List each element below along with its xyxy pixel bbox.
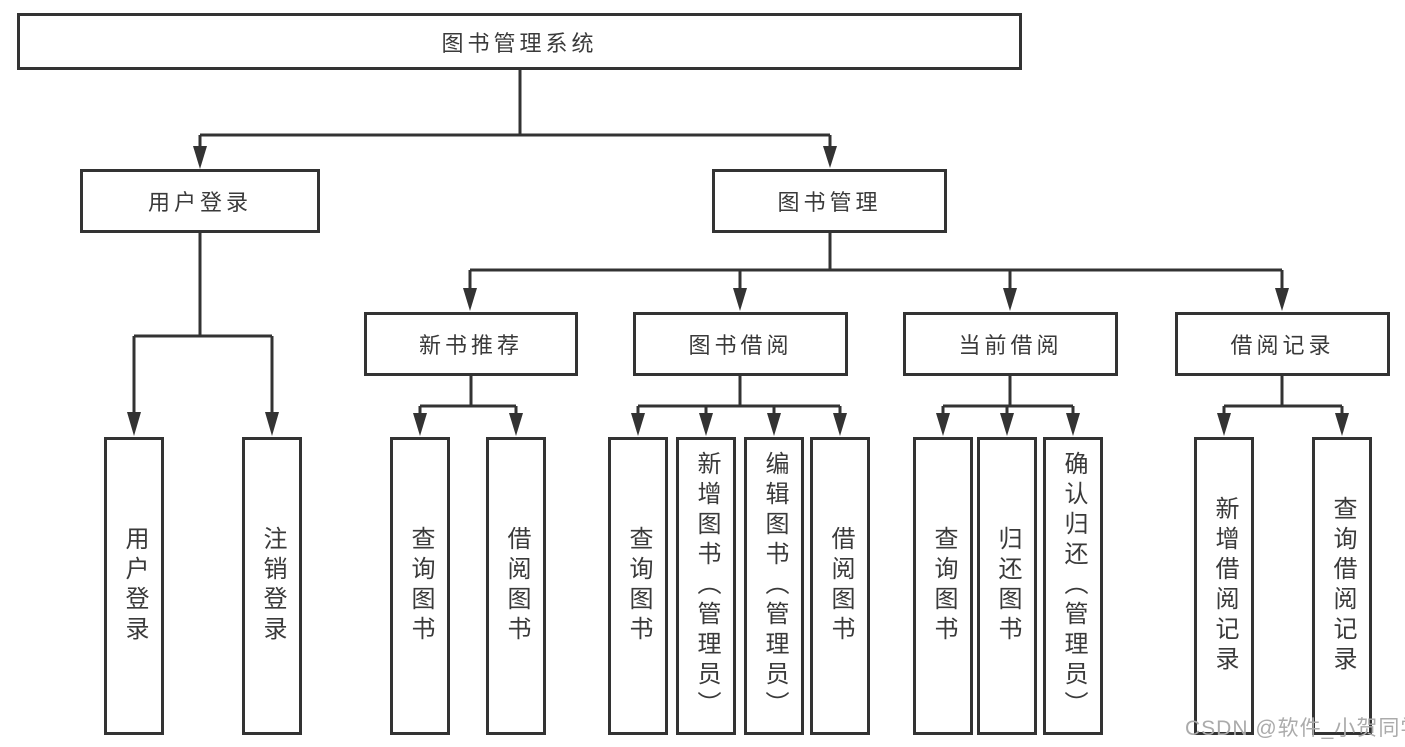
leaf-label: 注销登录 xyxy=(259,526,286,646)
leaf-label: 查询图书 xyxy=(407,526,434,646)
leaf-label: 新增借阅记录 xyxy=(1211,496,1238,676)
leaf-label: 借阅图书 xyxy=(827,526,854,646)
leaf-label: 新增图书（管理员） xyxy=(693,451,720,721)
leaf-label: 确认归还（管理员） xyxy=(1060,451,1087,721)
leaf-label: 用户登录 xyxy=(121,526,148,646)
node-root: 图书管理系统 xyxy=(17,13,1022,70)
csdn-watermark: CSDN @软件_小贺同学 xyxy=(1185,717,1405,740)
node-leaf-borrow-books-2: 借阅图书 xyxy=(810,437,870,735)
arrowhead-book-management xyxy=(823,146,837,168)
node-leaf-query-borrow-record: 查询借阅记录 xyxy=(1312,437,1372,735)
leaf-label: 编辑图书（管理员） xyxy=(761,451,788,721)
node-leaf-edit-books-admin: 编辑图书（管理员） xyxy=(744,437,804,735)
node-leaf-return-books: 归还图书 xyxy=(977,437,1037,735)
node-current-borrow: 当前借阅 xyxy=(903,312,1118,376)
edge-new-book-recommend-children xyxy=(413,376,523,436)
node-new-book-recommend: 新书推荐 xyxy=(364,312,578,376)
edge-borrow-records-children xyxy=(1217,376,1349,436)
leaf-label: 查询图书 xyxy=(625,526,652,646)
node-user-login-label: 用户登录 xyxy=(147,190,252,215)
node-leaf-query-books-1: 查询图书 xyxy=(390,437,450,735)
node-leaf-borrow-books-1: 借阅图书 xyxy=(486,437,546,735)
node-leaf-query-books-3: 查询图书 xyxy=(913,437,973,735)
node-leaf-logout: 注销登录 xyxy=(242,437,302,735)
leaf-label: 查询借阅记录 xyxy=(1329,496,1356,676)
node-borrow-records-label: 借阅记录 xyxy=(1230,333,1335,358)
node-root-label: 图书管理系统 xyxy=(441,30,598,56)
edge-root-to-level2 xyxy=(193,70,837,169)
edge-book-management-children xyxy=(463,233,1289,311)
leaf-label: 查询图书 xyxy=(930,526,957,646)
node-book-borrow: 图书借阅 xyxy=(633,312,848,376)
node-book-management: 图书管理 xyxy=(712,169,947,233)
node-borrow-records: 借阅记录 xyxy=(1175,312,1390,376)
node-leaf-query-books-2: 查询图书 xyxy=(608,437,668,735)
edge-current-borrow-children xyxy=(936,376,1080,436)
node-new-book-recommend-label: 新书推荐 xyxy=(418,333,523,358)
node-leaf-add-books-admin: 新增图书（管理员） xyxy=(676,437,736,735)
edge-book-borrow-children xyxy=(631,376,847,436)
node-leaf-confirm-return-admin: 确认归还（管理员） xyxy=(1043,437,1103,735)
node-leaf-add-borrow-record: 新增借阅记录 xyxy=(1194,437,1254,735)
node-book-management-label: 图书管理 xyxy=(777,190,882,215)
arrowhead-user-login xyxy=(193,146,207,169)
node-leaf-user-login: 用户登录 xyxy=(104,437,164,735)
leaf-label: 借阅图书 xyxy=(503,526,530,646)
node-user-login: 用户登录 xyxy=(80,169,320,233)
node-book-borrow-label: 图书借阅 xyxy=(688,333,793,358)
node-current-borrow-label: 当前借阅 xyxy=(958,333,1063,358)
edge-user-login-children xyxy=(127,233,279,436)
leaf-label: 归还图书 xyxy=(994,526,1021,646)
